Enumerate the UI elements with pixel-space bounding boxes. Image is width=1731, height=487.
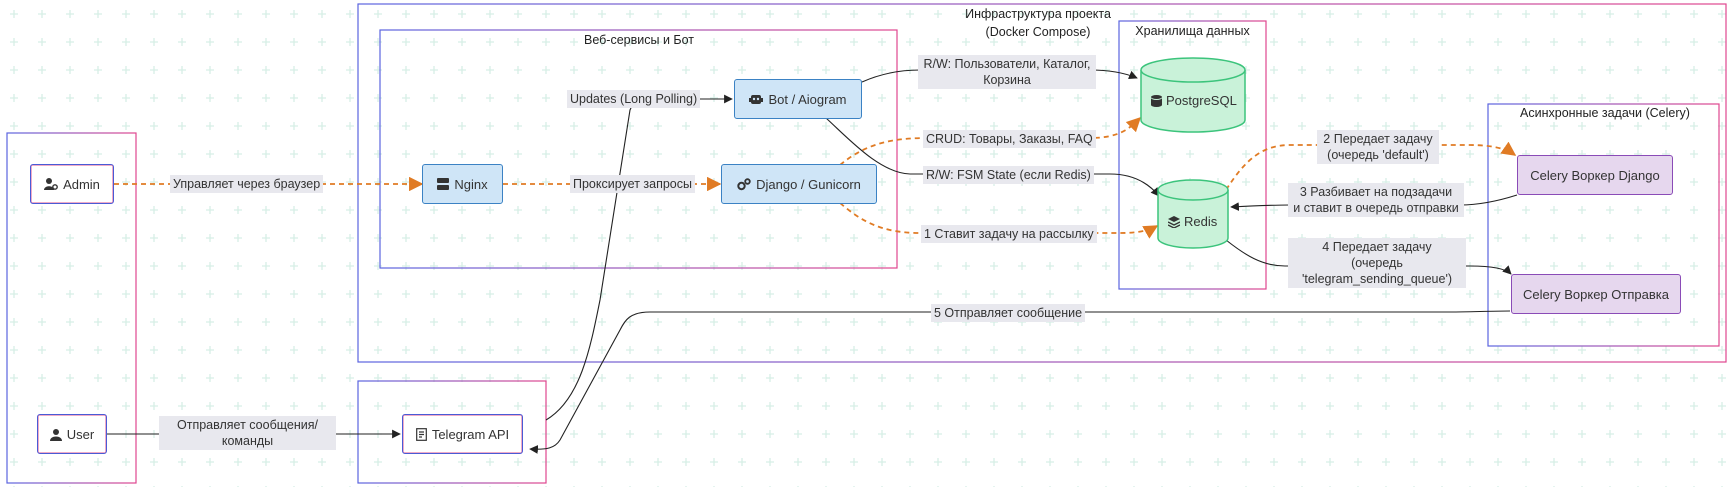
redis-label-wrap: Redis (1168, 214, 1217, 229)
edge-label-user-telegram: Отправляет сообщения/ команды (159, 416, 336, 450)
group-users (6, 132, 137, 484)
postgres-db[interactable] (1140, 57, 1246, 133)
gears-icon (737, 177, 751, 191)
group-title-web: Веб-сервисы и Бот (583, 33, 695, 47)
edge-celery-send-telegram (529, 310, 1511, 454)
edge-label-celery-send-telegram: 5 Отправляет сообщение (931, 304, 1086, 322)
user-node[interactable]: User (37, 414, 107, 454)
group-storage (1118, 20, 1267, 290)
redis-label: Redis (1184, 214, 1218, 229)
redis-db[interactable] (1157, 179, 1229, 249)
nginx-node[interactable]: Nginx (422, 164, 503, 204)
edge-label-django-redis: 1 Ставит задачу на рассылку (921, 225, 1097, 243)
edge-django-postgres (839, 116, 1142, 166)
edge-redis-celery-django (1225, 141, 1517, 191)
edge-bot-redis (825, 117, 1160, 197)
edge-label-bot-redis: R/W: FSM State (если Redis) (923, 166, 1094, 184)
django-label: Django / Gunicorn (756, 176, 861, 192)
group-title-infra: Инфраструктура проекта (Docker Compose) (965, 7, 1111, 39)
group-async (1487, 103, 1720, 347)
edge-label-redis-celery-send: 4 Передает задачу (очередь 'telegram_sen… (1288, 238, 1466, 288)
celery-django-node[interactable]: Celery Воркер Django (1517, 155, 1673, 195)
edge-label-bot-postgres: R/W: Пользователи, Каталог, Корзина (918, 55, 1096, 89)
edge-label-django-postgres: CRUD: Товары, Заказы, FAQ (923, 130, 1096, 148)
database-icon (1151, 94, 1162, 107)
postgres-label: PostgreSQL (1166, 93, 1237, 108)
layers-icon (1168, 215, 1180, 228)
celery-send-label: Celery Воркер Отправка (1523, 286, 1669, 302)
celery-send-node[interactable]: Celery Воркер Отправка (1511, 274, 1681, 314)
group-web (379, 29, 898, 269)
user-gear-icon (44, 177, 58, 191)
robot-icon (749, 93, 764, 105)
telegram-label: Telegram API (431, 426, 510, 442)
edge-django-redis (839, 202, 1159, 239)
edge-telegram-bot (545, 94, 733, 421)
telegram-icon (415, 427, 427, 441)
bot-node[interactable]: Bot / Aiogram (734, 79, 862, 119)
edge-label-nginx-django: Проксирует запросы (570, 175, 695, 193)
user-label: User (66, 426, 95, 442)
group-telegram (357, 380, 547, 484)
postgres-label-wrap: PostgreSQL (1151, 93, 1237, 108)
telegram-node[interactable]: Telegram API (402, 414, 523, 454)
edge-redis-celery-send (1225, 239, 1512, 275)
group-title-async: Асинхронные задачи (Celery) (1520, 106, 1690, 120)
group-title-storage: Хранилища данных (1135, 24, 1250, 38)
edge-label-admin-nginx: Управляет через браузер (170, 175, 324, 193)
bot-label: Bot / Aiogram (768, 91, 847, 107)
django-node[interactable]: Django / Gunicorn (721, 164, 877, 204)
admin-label: Admin (63, 176, 100, 192)
group-infra (357, 3, 1727, 363)
edge-label-redis-celery-django: 2 Передает задачу (очередь 'default') (1317, 130, 1439, 164)
celery-django-label: Celery Воркер Django (1530, 167, 1660, 183)
edge-label-telegram-bot: Updates (Long Polling) (567, 90, 701, 108)
admin-node[interactable]: Admin (30, 164, 114, 204)
server-icon (437, 178, 450, 190)
nginx-label: Nginx (454, 176, 488, 192)
user-icon (49, 428, 62, 441)
edge-label-celery-django-redis: 3 Разбивает на подзадачи и ставит в очер… (1288, 183, 1464, 217)
